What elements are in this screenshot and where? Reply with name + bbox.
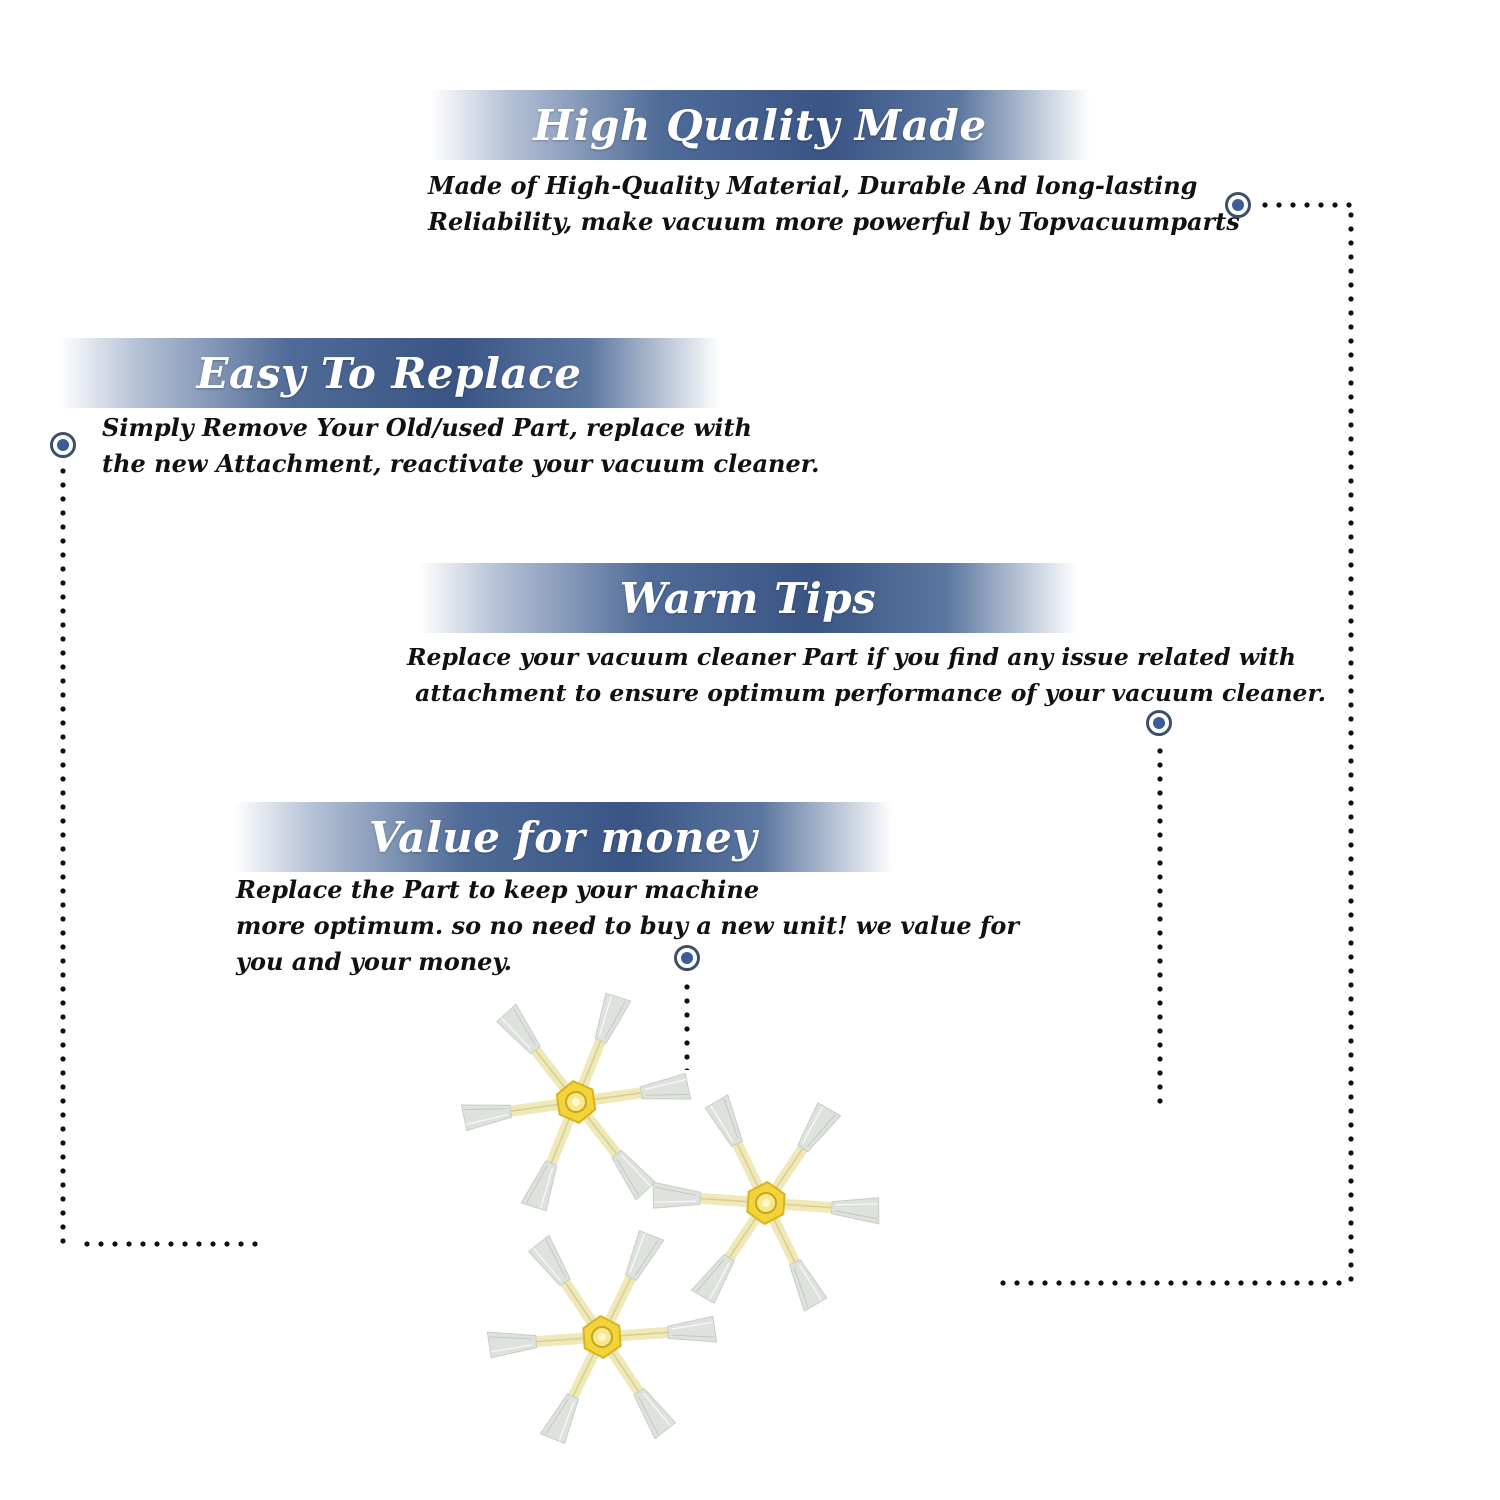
banner-easy-replace: Easy To Replace [58,338,720,408]
marker-icon [50,432,76,458]
connector-dotted-line [684,980,690,1070]
side-brush [652,1094,880,1312]
side-brush [486,1229,718,1445]
marker-icon [1146,710,1172,736]
banner-high-quality: High Quality Made [430,90,1090,160]
feature-description-line: Made of High-Quality Material, Durable A… [428,171,1198,200]
feature-description-line: Replace the Part to keep your machine [236,875,760,904]
side-brush [460,992,692,1212]
connector-dotted-line [996,1280,1342,1286]
banner-warm-tips: Warm Tips [418,563,1078,633]
feature-description-line: more optimum. so no need to buy a new un… [236,911,1019,940]
feature-description-line: you and your money. [236,947,512,976]
feature-description-line: Reliability, make vacuum more powerful b… [428,207,1240,236]
feature-description: Made of High-Quality Material, Durable A… [428,168,1240,240]
feature-description-line: Replace your vacuum cleaner Part if you … [407,643,1296,671]
feature-title: Easy To Replace [196,348,582,398]
feature-title: Warm Tips [619,573,877,623]
feature-description: Replace the Part to keep your machine mo… [236,872,1019,980]
feature-description-line: the new Attachment, reactivate your vacu… [102,449,820,478]
connector-dotted-line [80,1241,266,1247]
connector-dotted-line [1348,208,1354,1288]
feature-description: Replace your vacuum cleaner Part if you … [407,639,1326,711]
feature-title: Value for money [368,812,758,862]
connector-dotted-line [1258,202,1354,208]
feature-title: High Quality Made [533,100,987,150]
feature-description: Simply Remove Your Old/used Part, replac… [102,410,820,482]
marker-icon [1225,192,1251,218]
marker-icon [674,945,700,971]
banner-value-money: Value for money [233,802,893,872]
feature-description-line: attachment to ensure optimum performance… [407,679,1326,707]
feature-description-line: Simply Remove Your Old/used Part, replac… [102,413,752,442]
connector-dotted-line [60,464,66,1244]
connector-dotted-line [1157,744,1163,1106]
